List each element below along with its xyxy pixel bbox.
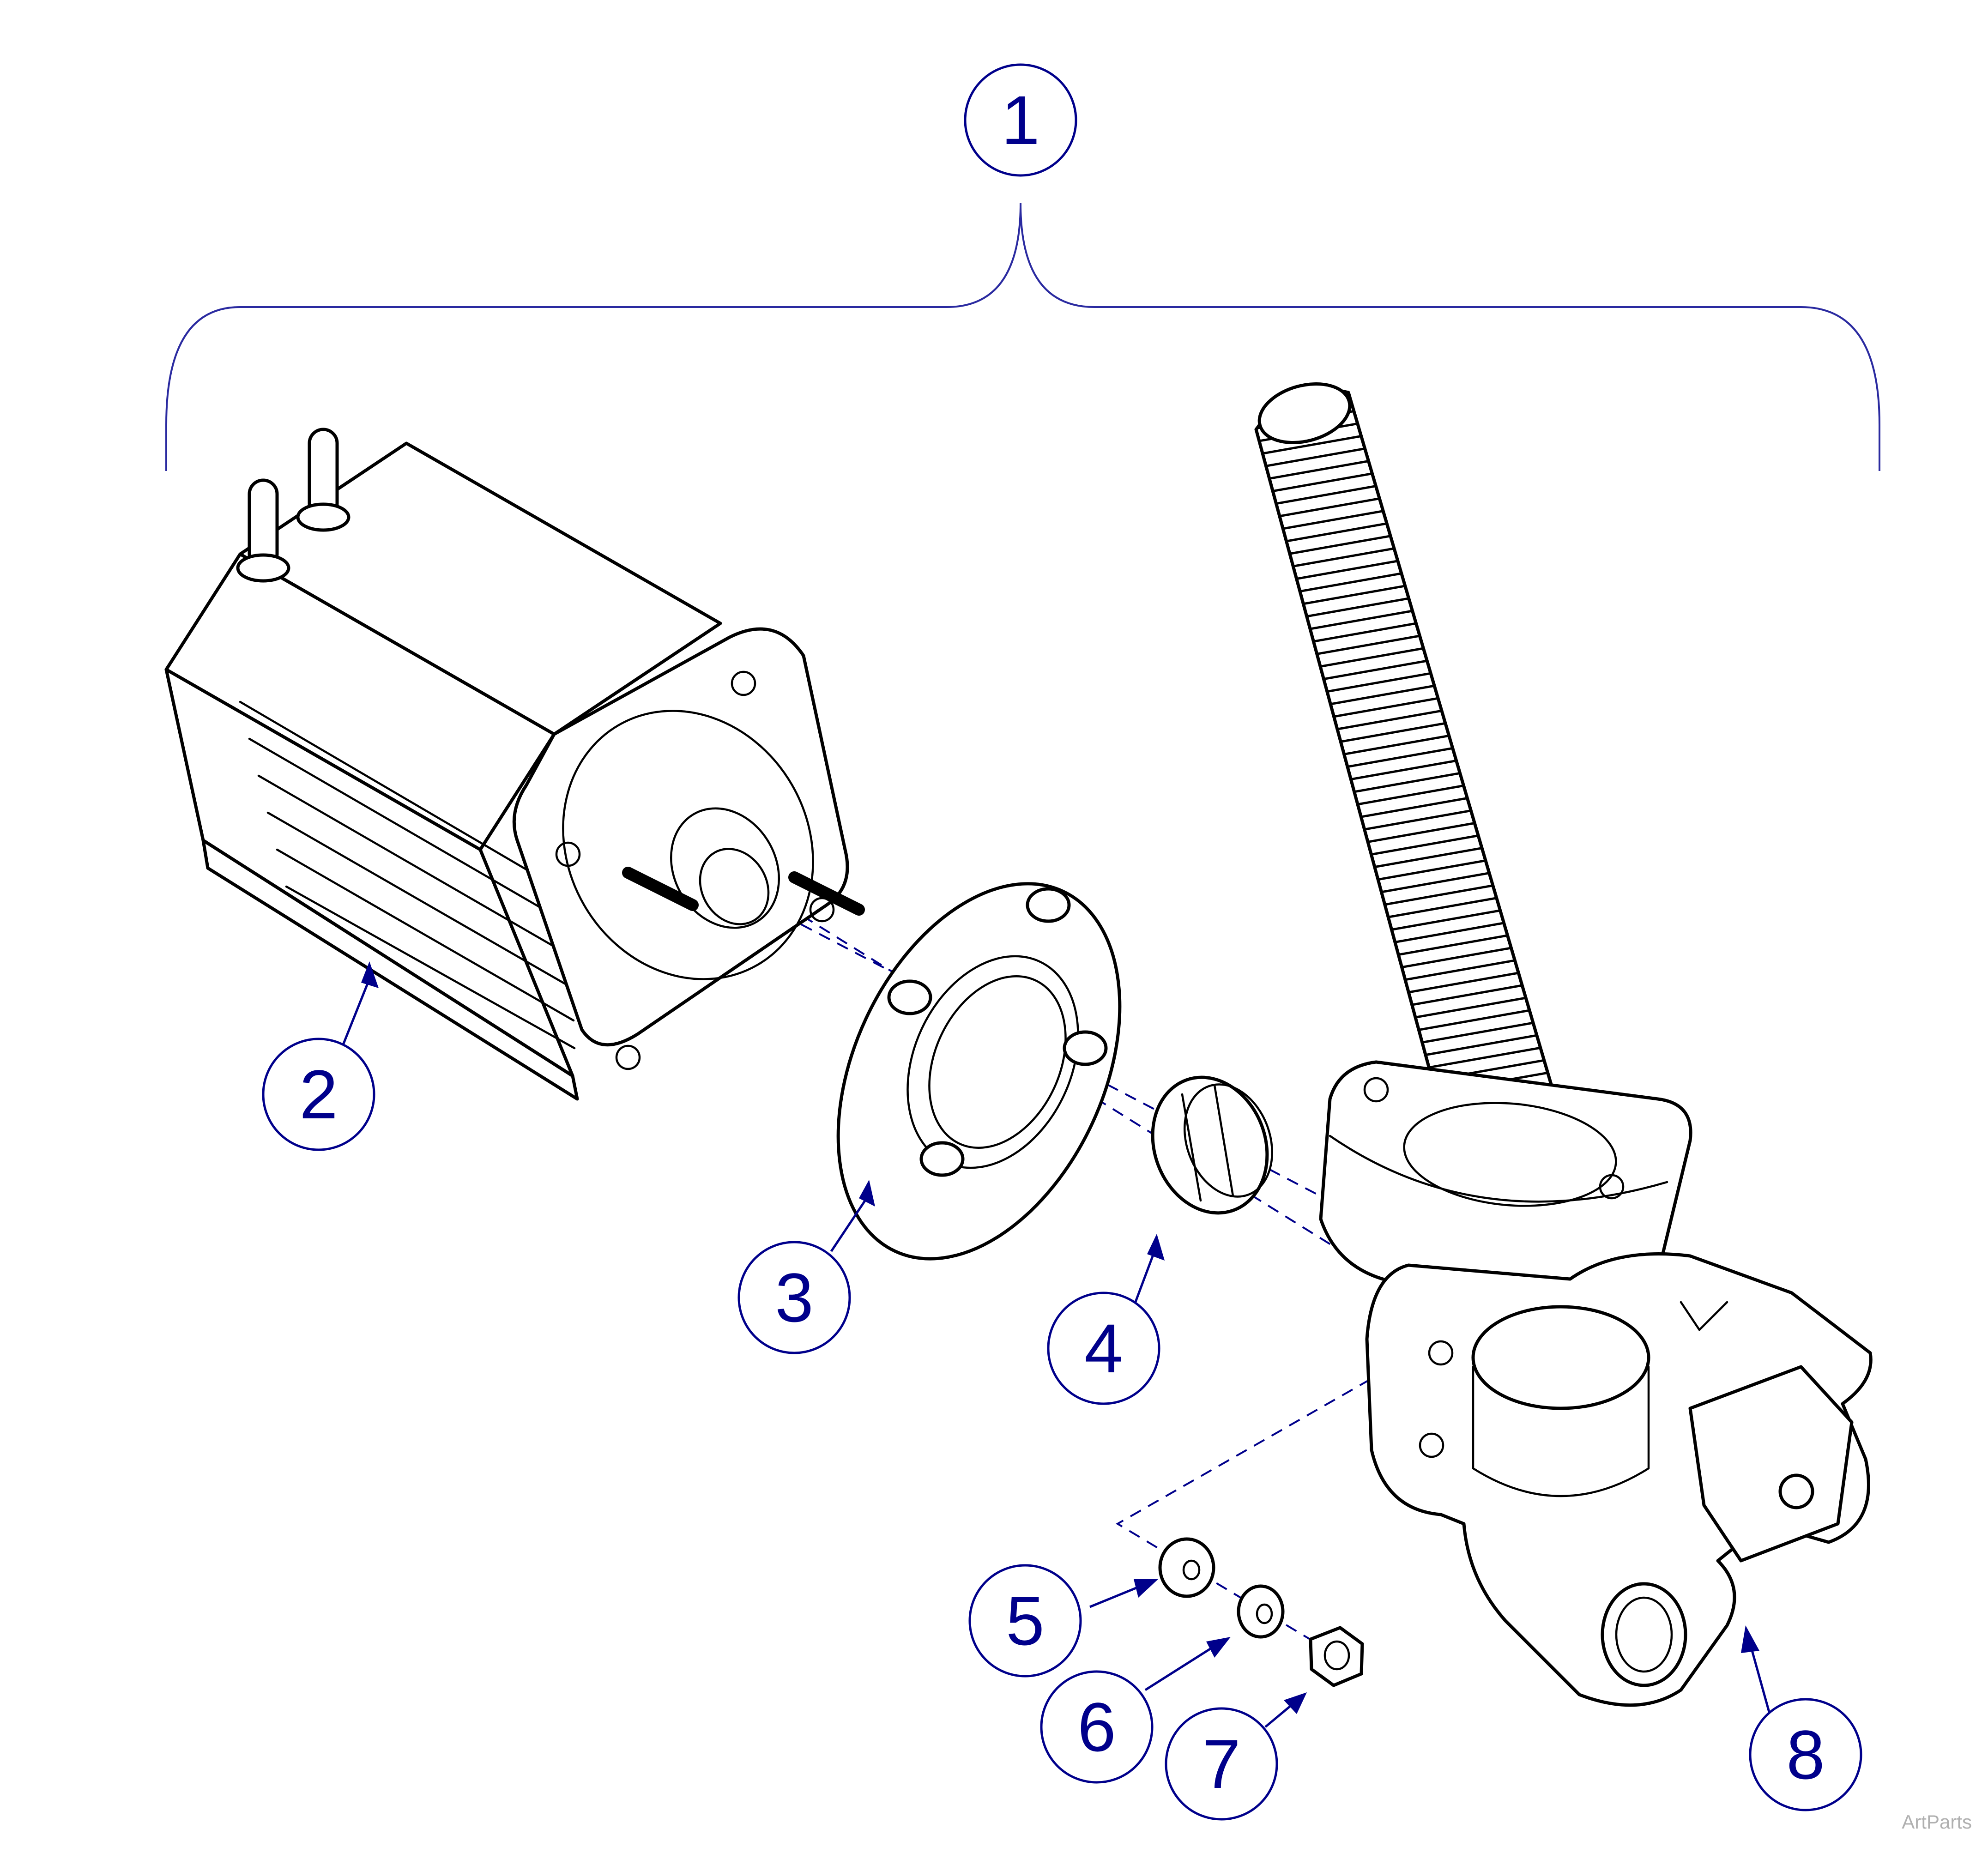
- callout-4-label: 4: [1084, 1310, 1123, 1387]
- motor-fins: [239, 700, 576, 1050]
- callout-1-label: 1: [1001, 81, 1039, 159]
- adapter-flange: [836, 882, 1122, 1261]
- callout-1: 1: [964, 63, 1077, 177]
- callout-7: 7: [1165, 1707, 1278, 1821]
- assembly-bracket: [165, 203, 1880, 471]
- callout-3: 3: [737, 1241, 851, 1354]
- mounting-studs: [622, 867, 865, 916]
- motor: [164, 428, 865, 1101]
- callout-5: 5: [968, 1564, 1082, 1678]
- watermark: ArtParts: [1902, 1811, 1972, 1833]
- callout-6-label: 6: [1077, 1688, 1116, 1766]
- callout-8-label: 8: [1786, 1716, 1825, 1793]
- callout-3-label: 3: [775, 1259, 813, 1336]
- callout-8: 8: [1749, 1698, 1862, 1811]
- leaders: [340, 961, 1775, 1728]
- callout-7-label: 7: [1202, 1725, 1240, 1803]
- callout-2: 2: [262, 1038, 375, 1151]
- callout-5-label: 5: [1006, 1582, 1044, 1660]
- lock-washer: [1237, 1584, 1285, 1639]
- coupling: [1151, 1075, 1274, 1215]
- screw-jack-gearbox: [1254, 382, 1873, 1707]
- callout-6: 6: [1040, 1670, 1154, 1784]
- flat-washer: [1158, 1537, 1215, 1598]
- callout-2-label: 2: [299, 1056, 338, 1133]
- hex-nut: [1309, 1626, 1364, 1687]
- callout-4: 4: [1047, 1292, 1160, 1405]
